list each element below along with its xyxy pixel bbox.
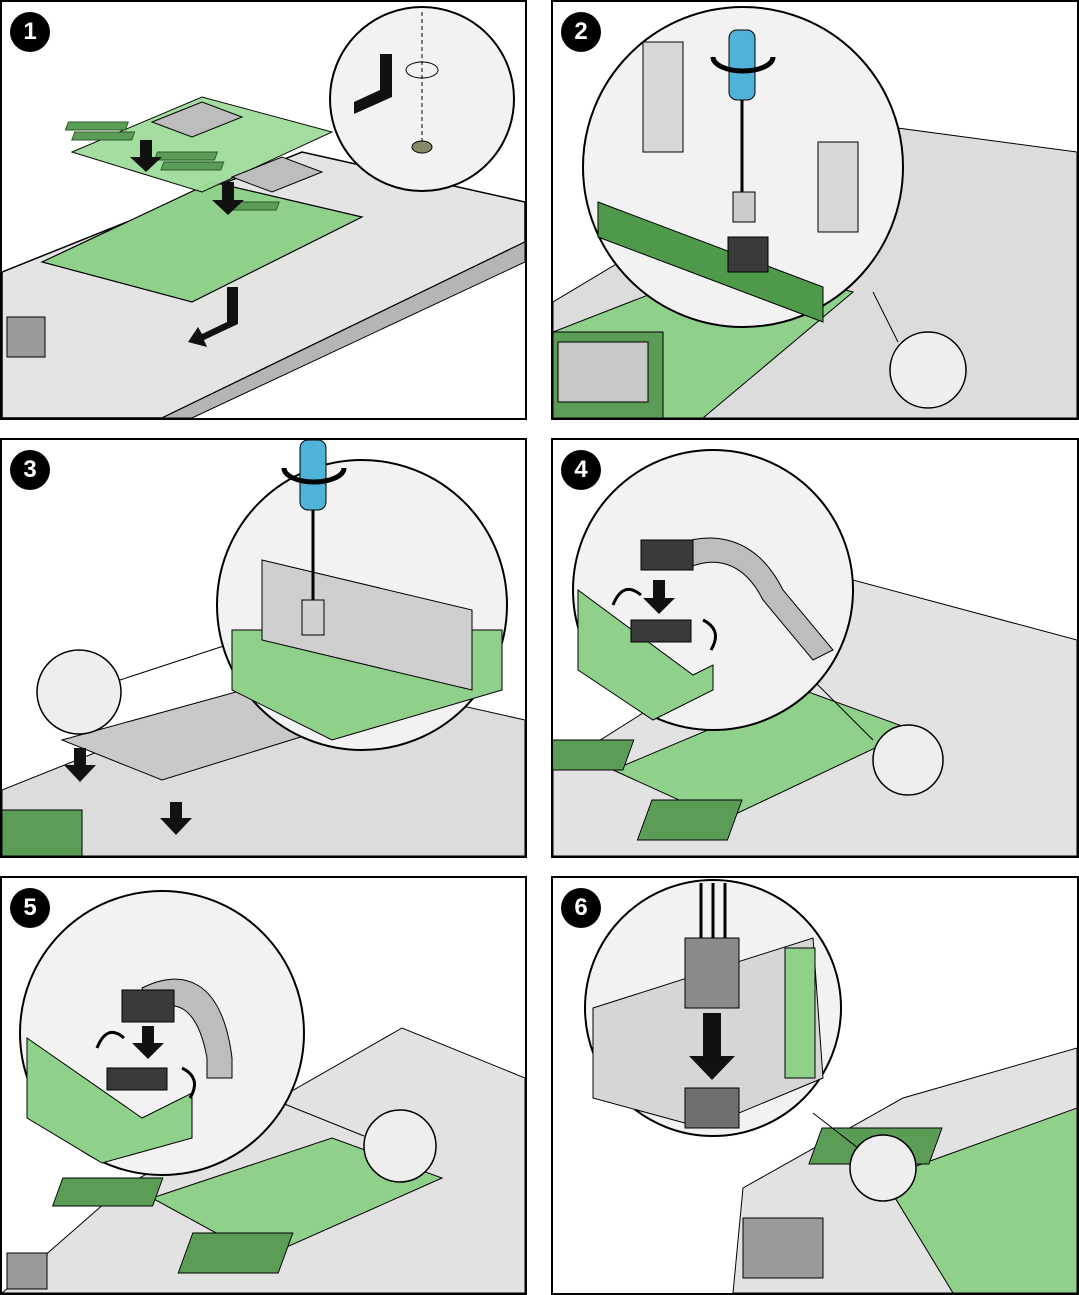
motherboard-edge: [577, 589, 714, 721]
step-panel-4: 4: [551, 438, 1079, 858]
step-panel-2: 2: [551, 0, 1079, 420]
callout-leader: [812, 1112, 859, 1149]
callout-leader: [872, 291, 899, 343]
step-panel-6: 6: [551, 876, 1079, 1295]
heatsink: [230, 156, 324, 193]
motherboard-upper: [70, 96, 334, 193]
heatsink: [150, 101, 244, 138]
motherboard: [882, 1107, 1077, 1293]
step-6-illustration: [584, 879, 1077, 1293]
step-number-badge: 3: [10, 450, 50, 490]
callout-leader: [281, 1102, 365, 1137]
step-3-illustration: [2, 440, 525, 856]
motherboard: [40, 181, 364, 303]
callout-source-circle: [36, 649, 122, 735]
motherboard-edge: [26, 1037, 193, 1164]
power-supply: [6, 1252, 48, 1290]
step-number-badge: 2: [561, 12, 601, 52]
step-4-illustration: [553, 449, 1077, 856]
callout-source-circle: [363, 1109, 437, 1183]
down-arrow-icon: [689, 1013, 735, 1080]
callout-leader: [812, 679, 874, 741]
power-supply: [6, 316, 46, 358]
power-cable-wires: [699, 883, 727, 938]
cable-connector: [640, 539, 694, 571]
down-arrow-icon: [132, 1026, 164, 1059]
ribbon-cable-icon: [662, 537, 834, 661]
board-connector: [106, 1067, 168, 1091]
alignment-peg-icon: [411, 140, 433, 154]
callout-source-circle: [872, 724, 944, 796]
screwdriver-icon: [728, 29, 756, 192]
callout-source-circle: [889, 331, 967, 409]
latch-arrow-icon: [95, 1030, 125, 1049]
chassis-front-wall: [161, 241, 525, 418]
board-connector: [630, 619, 692, 643]
heatsink: [557, 341, 649, 403]
step-number-badge: 1: [10, 12, 50, 52]
step-2-illustration: [553, 6, 1077, 418]
alignment-hole: [405, 61, 439, 79]
connector: [727, 236, 769, 273]
memory-modules: [636, 799, 743, 841]
step-panel-3: 3: [0, 438, 527, 858]
standoff-screw: [732, 191, 756, 223]
step-5-illustration: [2, 890, 525, 1293]
riser-bracket: [817, 141, 859, 233]
board-power-header: [684, 1087, 740, 1129]
step-number-badge: 5: [10, 888, 50, 928]
screwdriver-icon: [299, 440, 327, 600]
rotate-arrow-icon: [710, 56, 776, 74]
chassis-tray: [2, 151, 525, 418]
latch-arrow-icon: [611, 587, 642, 606]
step-number-badge: 6: [561, 888, 601, 928]
down-arrow-icon: [64, 748, 192, 835]
step-number-badge: 4: [561, 450, 601, 490]
cable-connector: [121, 989, 175, 1023]
memory-modules: [2, 809, 83, 856]
memory-modules: [64, 121, 280, 211]
callout-source-circle: [849, 1134, 917, 1202]
rotate-arrow-icon: [281, 467, 347, 485]
step-panel-5: 5: [0, 876, 527, 1295]
slide-arrow-icon: [188, 287, 238, 347]
down-arrow-icon: [643, 580, 675, 614]
power-supply: [742, 1217, 824, 1279]
callout-leader: [119, 639, 243, 681]
step-panel-1: 1: [0, 0, 527, 420]
down-arrow-icon: [354, 54, 392, 114]
power-connector-icon: [684, 937, 740, 1009]
memory-modules: [177, 1232, 294, 1274]
latch-arrow-icon: [702, 618, 717, 651]
down-arrow-icon: [130, 140, 244, 215]
latch-arrow-icon: [181, 1066, 196, 1099]
memory-modules: [553, 739, 635, 771]
riser-bracket: [642, 41, 684, 153]
memory-modules: [51, 1177, 164, 1207]
bracket-screw: [301, 599, 325, 636]
riser-card: [784, 947, 816, 1079]
step-1-illustration: [2, 6, 525, 418]
